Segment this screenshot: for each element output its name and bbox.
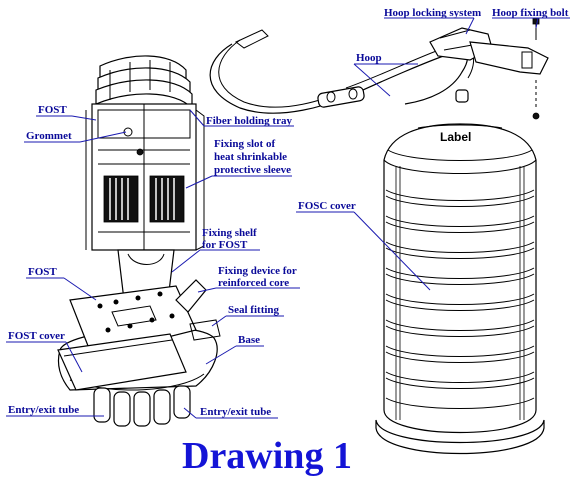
label-fosc-cover: FOSC cover — [298, 200, 356, 212]
drawing-title: Drawing 1 — [182, 435, 352, 477]
label-fixing-device-line1: Fixing device for — [218, 265, 297, 277]
fiber-tray-stack-illustration — [85, 55, 205, 301]
label-fost-mid: FOST — [28, 266, 57, 278]
label-fixing-shelf-line1: Fixing shelf — [202, 227, 257, 239]
label-hoop-locking-system: Hoop locking system — [384, 7, 481, 19]
label-fost-top: FOST — [38, 104, 67, 116]
label-entry-exit-left: Entry/exit tube — [8, 404, 79, 416]
label-base: Base — [238, 334, 260, 346]
base-assembly-illustration — [57, 279, 221, 427]
label-fixing-device-line2: reinforced core — [218, 277, 289, 289]
label-hoop-fixing-bolt: Hoop fixing bolt — [492, 7, 569, 19]
label-grommet: Grommet — [26, 130, 72, 142]
label-seal-fitting: Seal fitting — [228, 304, 280, 316]
label-fixing-shelf-line2: for FOST — [202, 239, 248, 251]
hoop-fixing-bolt-illustration — [532, 17, 540, 120]
label-fixing-slot-line1: Fixing slot of — [214, 138, 275, 150]
hoop-illustration — [209, 29, 475, 114]
label-label-plate: Label — [440, 130, 471, 144]
fosc-cover-illustration — [375, 123, 545, 455]
label-entry-exit-right: Entry/exit tube — [200, 406, 271, 418]
hoop-locking-system-illustration — [429, 27, 549, 75]
label-hoop: Hoop — [356, 52, 382, 64]
label-fost-cover: FOST cover — [8, 330, 65, 342]
label-fixing-slot-line2: heat shrinkable — [214, 151, 287, 163]
leader-lines — [6, 17, 570, 419]
label-fixing-slot-line3: protective sleeve — [214, 164, 291, 176]
label-fiber-holding-tray: Fiber holding tray — [206, 115, 292, 127]
